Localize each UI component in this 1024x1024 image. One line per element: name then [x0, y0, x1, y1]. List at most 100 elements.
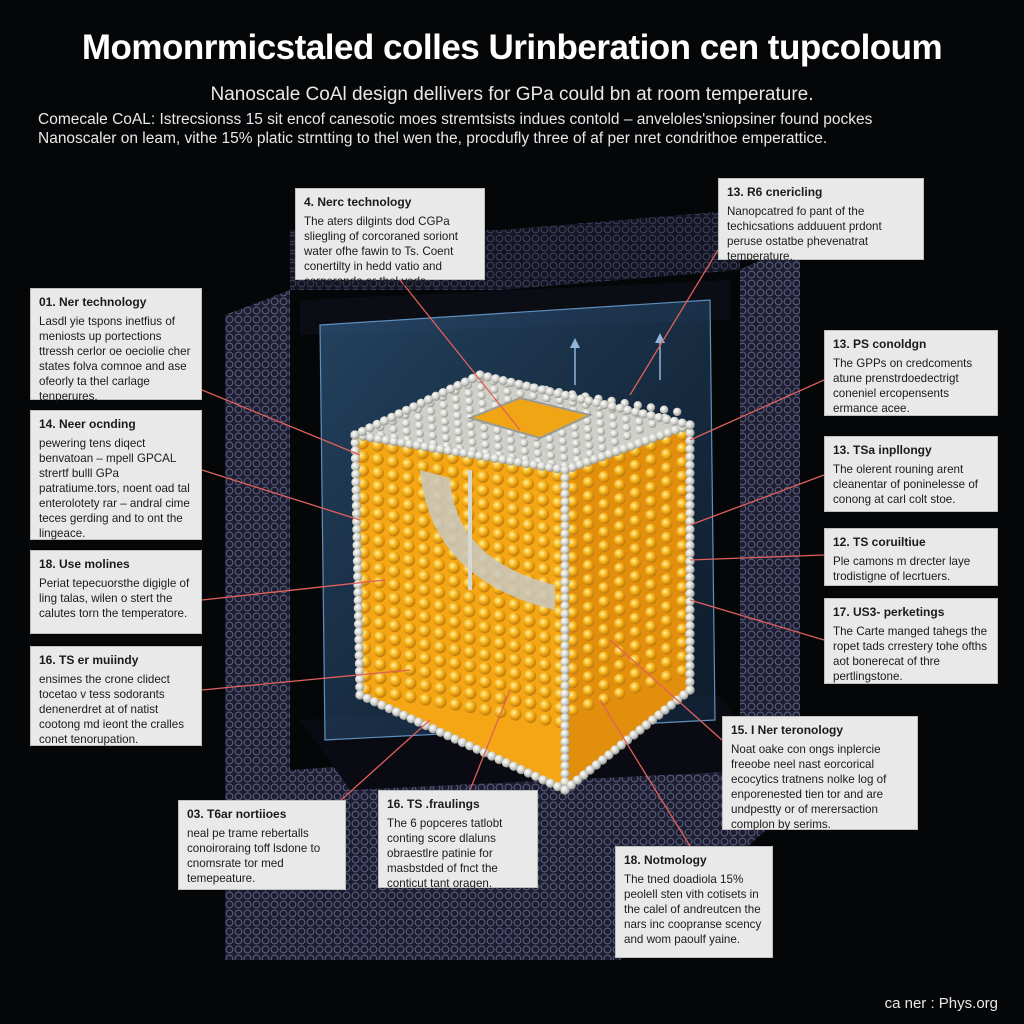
silver-atom	[520, 447, 529, 456]
gold-atom	[523, 614, 536, 628]
gold-atom	[598, 623, 610, 636]
callout-title: 14. Neer ocnding	[39, 417, 136, 431]
gold-atom	[479, 703, 492, 716]
silver-atom	[426, 407, 436, 416]
gold-atom	[567, 593, 579, 605]
gold-atom	[402, 499, 415, 512]
callout-18-use-molines: 18. Use molines Periat tepecuorsthe digi…	[30, 550, 202, 634]
silver-atom	[610, 437, 619, 447]
frame-atom	[648, 433, 658, 443]
frame-atom	[498, 376, 508, 386]
gold-atom	[418, 638, 431, 651]
frame-atom	[487, 751, 497, 761]
frame-atom	[436, 444, 446, 454]
gold-atom	[463, 673, 477, 686]
gold-atom	[387, 510, 400, 523]
gold-atom	[629, 556, 642, 569]
frame-atom	[355, 690, 365, 700]
gold-atom	[645, 537, 657, 549]
silver-atom	[634, 417, 644, 426]
frame-atom	[560, 585, 570, 595]
gold-atom	[660, 573, 673, 586]
gold-atom	[524, 697, 537, 710]
gold-atom	[493, 596, 506, 609]
frame-atom	[491, 374, 501, 384]
gold-atom	[509, 694, 522, 707]
gold-atom	[418, 652, 432, 665]
frame-atom	[560, 705, 570, 715]
frame-atom	[352, 524, 362, 535]
gold-atom	[613, 673, 626, 686]
gold-atom	[645, 620, 657, 633]
frame-atom	[685, 508, 695, 518]
frame-atom	[560, 481, 570, 491]
frame-atom	[560, 529, 570, 539]
gold-atom	[373, 644, 387, 658]
frame-atom	[685, 589, 695, 599]
gold-atom	[567, 704, 579, 716]
frame-atom	[685, 524, 695, 535]
frame-atom	[572, 775, 583, 785]
gold-atom	[448, 657, 462, 670]
frame-atom	[589, 454, 600, 464]
gold-atom	[491, 473, 504, 486]
gold-atom	[582, 643, 595, 655]
gold-atom	[417, 515, 430, 528]
silver-atom	[622, 423, 631, 432]
gold-atom	[567, 662, 579, 675]
leader-lines	[201, 249, 825, 847]
gold-atom	[433, 641, 446, 654]
silver-atom	[597, 435, 606, 444]
gold-atom	[403, 581, 416, 594]
gold-atom	[645, 662, 657, 674]
gold-atom	[507, 544, 520, 557]
gold-atom	[494, 705, 507, 719]
silver-atom	[621, 415, 631, 424]
frame-atom	[597, 452, 607, 462]
frame-atom	[560, 545, 570, 555]
coal-lattice-cube	[350, 370, 695, 795]
frame-atom	[370, 697, 380, 707]
frame-atom	[604, 750, 614, 760]
leader-line	[629, 249, 719, 396]
gold-atom	[371, 466, 385, 480]
gold-atom	[388, 647, 402, 660]
silver-atom	[595, 411, 604, 420]
frame-atom	[560, 745, 570, 755]
gold-atom	[567, 690, 579, 703]
frame-atom	[354, 666, 365, 677]
frame-atom	[561, 390, 571, 400]
gold-atom	[582, 573, 595, 586]
frame-atom	[560, 761, 570, 771]
gold-atom	[433, 613, 446, 626]
silver-atom	[635, 425, 644, 435]
gold-atom	[434, 695, 447, 709]
silver-atom	[559, 445, 568, 454]
frame-atom	[576, 394, 586, 404]
gold-atom	[493, 637, 506, 650]
frame-atom	[414, 717, 424, 727]
gold-atom	[538, 631, 551, 644]
gold-atom	[582, 684, 595, 697]
frame-atom	[685, 532, 695, 543]
gold-atom	[598, 609, 610, 622]
gold-atom	[582, 629, 595, 641]
frame-atom	[641, 436, 651, 446]
gold-atom	[506, 489, 520, 502]
gold-atom	[629, 640, 642, 652]
gold-atom	[477, 580, 491, 593]
frame-atom	[483, 372, 493, 382]
frame-atom	[560, 609, 570, 619]
frame-atom	[662, 414, 672, 424]
frame-atom	[560, 713, 570, 723]
frame-atom	[353, 588, 363, 598]
frame-atom	[560, 769, 570, 779]
gold-atom	[493, 609, 506, 623]
frame-atom	[626, 441, 636, 451]
gold-atom	[463, 659, 477, 673]
gold-atom	[388, 606, 401, 619]
frame-atom	[685, 460, 695, 470]
cutaway-shell	[420, 470, 555, 610]
gold-atom	[389, 674, 402, 687]
gold-atom	[676, 512, 688, 524]
